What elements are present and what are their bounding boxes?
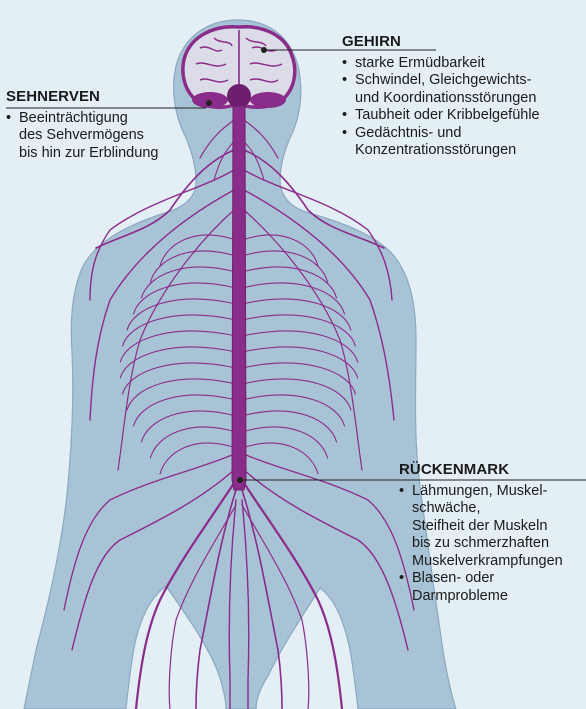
rueckenmark-item: Lähmungen, Muskel- schwäche, Steifheit d…	[399, 483, 586, 571]
sehnerven-title: SEHNERVEN	[6, 88, 186, 106]
rueckenmark-leader-dot	[237, 477, 243, 483]
sehnerven-label: SEHNERVEN Beeinträchtigung des Sehvermög…	[6, 88, 186, 162]
gehirn-title: GEHIRN	[342, 33, 586, 51]
spinal-cord	[232, 106, 246, 490]
sehnerven-leader-dot	[206, 100, 212, 106]
rueckenmark-label: RÜCKENMARK Lähmungen, Muskel- schwäche, …	[399, 461, 586, 605]
gehirn-item: Schwindel, Gleichgewichts- und Koordinat…	[342, 72, 586, 107]
sehnerven-item: Beeinträchtigung des Sehvermögens bis hi…	[6, 110, 186, 163]
gehirn-item: Taubheit oder Kribbelgefühle	[342, 107, 586, 125]
gehirn-item: Gedächtnis- und Konzentrationsstörungen	[342, 125, 586, 160]
gehirn-label: GEHIRN starke Ermüdbarkeit Schwindel, Gl…	[342, 33, 586, 160]
rueckenmark-item: Blasen- oder Darmprobleme	[399, 570, 586, 605]
gehirn-item: starke Ermüdbarkeit	[342, 55, 586, 73]
gehirn-leader-dot	[261, 47, 267, 53]
brain	[183, 27, 295, 108]
rueckenmark-title: RÜCKENMARK	[399, 461, 586, 479]
